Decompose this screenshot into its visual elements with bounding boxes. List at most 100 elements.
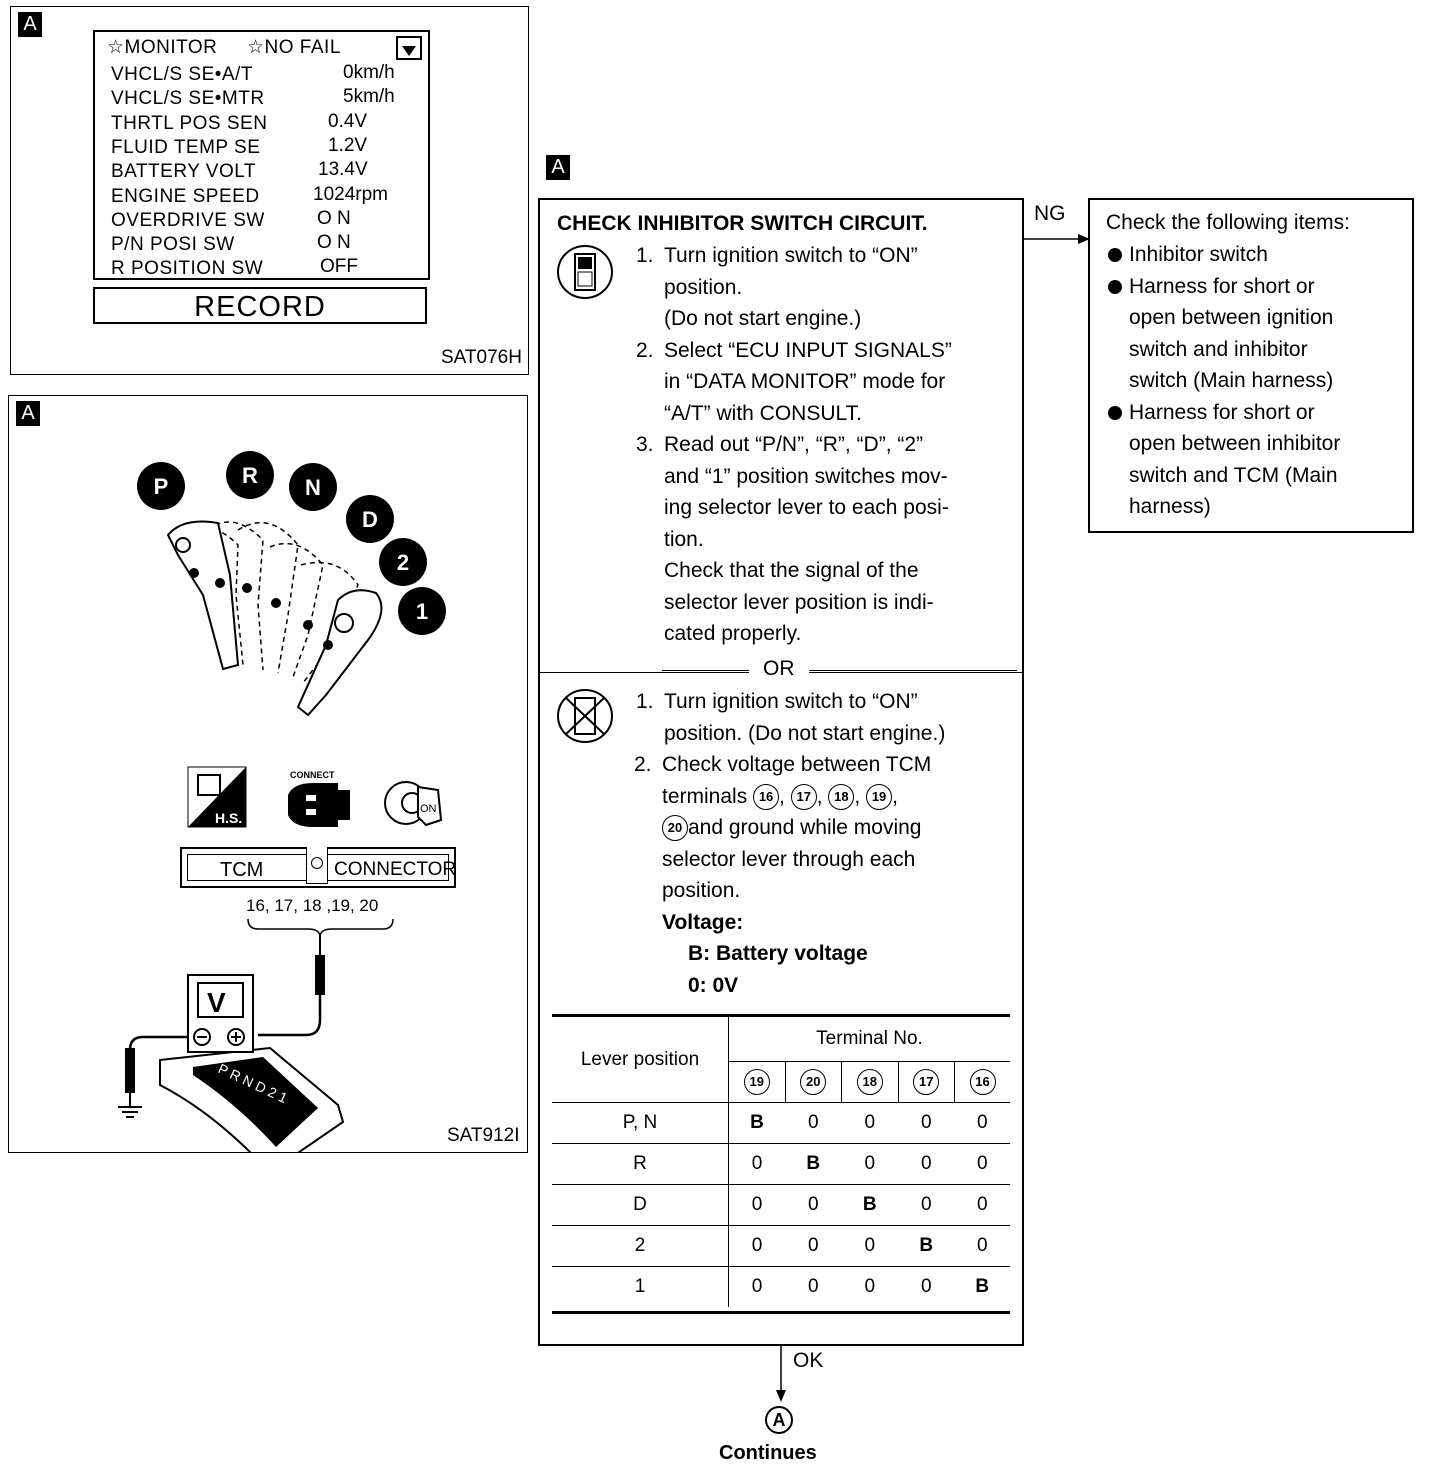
- step-number: 1.: [636, 690, 654, 713]
- terminals-line: terminals 16, 17, 18, 19,: [662, 781, 898, 813]
- step-text: position.: [664, 275, 743, 299]
- ng-item-text: switch (Main harness): [1129, 369, 1334, 392]
- voltage-cell: 0: [954, 1225, 1010, 1267]
- figure-tag: A: [16, 401, 40, 426]
- monitor-item-value: O N: [317, 232, 351, 254]
- voltage-cell: 0: [898, 1102, 955, 1144]
- voltage-cell: 0: [785, 1102, 842, 1144]
- lever-position-label: D: [362, 507, 378, 532]
- step-text: position. (Do not start engine.): [664, 721, 946, 745]
- terminal-number: 17: [913, 1069, 940, 1095]
- monitor-item-label: FLUID TEMP SE: [111, 136, 261, 158]
- step-text: selector lever position is indi-: [664, 590, 934, 614]
- step-number: 3.: [636, 433, 654, 456]
- lever-position-D-marker: [346, 495, 394, 543]
- voltage-cell: B: [841, 1184, 898, 1226]
- voltage-cell: 0: [807, 1276, 819, 1297]
- voltage-0-legend: 0: 0V: [688, 973, 739, 997]
- step-number: 1.: [636, 244, 654, 267]
- terminal-number: 18: [856, 1069, 883, 1095]
- lever-diagram-figure: [8, 395, 528, 1153]
- voltage-cell: B: [898, 1225, 955, 1267]
- lever-position-label: P: [154, 474, 169, 499]
- figure-tag: A: [18, 12, 42, 37]
- monitor-item-label: P/N POSI SW: [111, 234, 235, 256]
- voltage-cell: 0: [841, 1225, 898, 1267]
- hs-icon: H.S.: [187, 766, 247, 828]
- ng-item-text: open between ignition: [1129, 306, 1334, 329]
- terminal-circle: 16: [753, 783, 780, 810]
- terminal-circle: 20: [662, 815, 688, 842]
- record-button[interactable]: RECORD: [93, 287, 427, 324]
- check-procedure-box: [538, 198, 1024, 1346]
- lever-position-cell: 2: [552, 1225, 729, 1267]
- monitor-item-value: 13.4V: [318, 159, 368, 181]
- step-text: and “1” position switches mov-: [664, 464, 948, 488]
- lever-position-cell: 1: [552, 1266, 729, 1307]
- monitor-item-label: VHCL/S SE•MTR: [111, 88, 265, 110]
- terminal-header-cell: 16: [954, 1061, 1010, 1103]
- voltage-cell: 0: [751, 1276, 763, 1297]
- step-text: Turn ignition switch to “ON”: [664, 244, 918, 267]
- step-text: and ground while moving: [688, 816, 922, 839]
- lever-position-label: 2: [397, 550, 409, 575]
- voltage-cell: 0: [728, 1225, 785, 1267]
- terminal-header-cell: 18: [841, 1061, 899, 1103]
- svg-text:V: V: [207, 987, 226, 1018]
- voltage-cell: 0: [841, 1102, 898, 1144]
- lever-position-2-marker: [379, 538, 427, 586]
- lever-position-cell: P, N: [552, 1102, 729, 1144]
- monitor-item-value: 1.2V: [328, 134, 368, 156]
- monitor-item-value: 0km/h: [343, 62, 395, 83]
- scroll-down-icon[interactable]: [396, 36, 422, 60]
- step-text: Turn ignition switch to “ON”: [664, 690, 918, 713]
- terminal-numbers: 16, 17, 18 ,19, 20: [246, 896, 379, 915]
- monitor-item-label: BATTERY VOLT: [111, 161, 257, 183]
- monitor-item-label: VHCL/S SE•A/T: [111, 64, 253, 85]
- terminal-number: 20: [800, 1069, 827, 1095]
- ng-check-box: [1088, 198, 1414, 533]
- monitor-item-label: ENGINE SPEED: [111, 185, 260, 207]
- voltage-cell: 0: [728, 1184, 785, 1226]
- step-text: terminals: [662, 784, 748, 808]
- voltage-cell: 0: [864, 1276, 876, 1297]
- bullet-icon: [1108, 279, 1122, 294]
- terminal-header-cell: 17: [898, 1061, 955, 1103]
- step-text: Read out “P/N”, “R”, “D”, “2”: [664, 433, 924, 456]
- lever-position-R-marker: [226, 451, 274, 499]
- ok-arrow: [776, 1346, 786, 1402]
- monitor-item-label: OVERDRIVE SW: [111, 209, 265, 231]
- terminal-circle: 18: [828, 783, 855, 810]
- monitor-header: ☆MONITOR: [107, 37, 218, 58]
- ng-item-text: Inhibitor switch: [1129, 243, 1268, 266]
- step-text: Select “ECU INPUT SIGNALS”: [664, 338, 952, 362]
- terminal-number: 16: [969, 1069, 996, 1095]
- step-text: “A/T” with CONSULT.: [664, 401, 862, 425]
- step-text: (Do not start engine.): [664, 307, 862, 330]
- monitor-item-label: THRTL POS SEN: [111, 112, 268, 134]
- svg-text:ON: ON: [420, 803, 437, 815]
- terminal-number: 19: [743, 1069, 770, 1095]
- continue-marker-letter: A: [772, 1410, 786, 1430]
- ng-arrow: [1024, 234, 1090, 244]
- lever-position-label: N: [305, 475, 321, 500]
- procedure-title: CHECK INHIBITOR SWITCH CIRCUIT.: [557, 212, 928, 235]
- lever-position-1-marker: [398, 587, 446, 635]
- monitor-screen-figure: [10, 6, 529, 375]
- monitor-item-value: OFF: [320, 256, 358, 278]
- monitor-item-value: 0.4V: [328, 110, 368, 132]
- consult-icon: [557, 245, 613, 299]
- step-text: in “DATA MONITOR” mode for: [664, 370, 946, 393]
- lever-position-cell: D: [552, 1184, 729, 1226]
- lever-position-P-marker: [137, 462, 185, 510]
- terminal-circle: 19: [866, 783, 893, 810]
- no-consult-icon: [557, 689, 613, 743]
- voltage-cell: 0: [954, 1102, 1010, 1144]
